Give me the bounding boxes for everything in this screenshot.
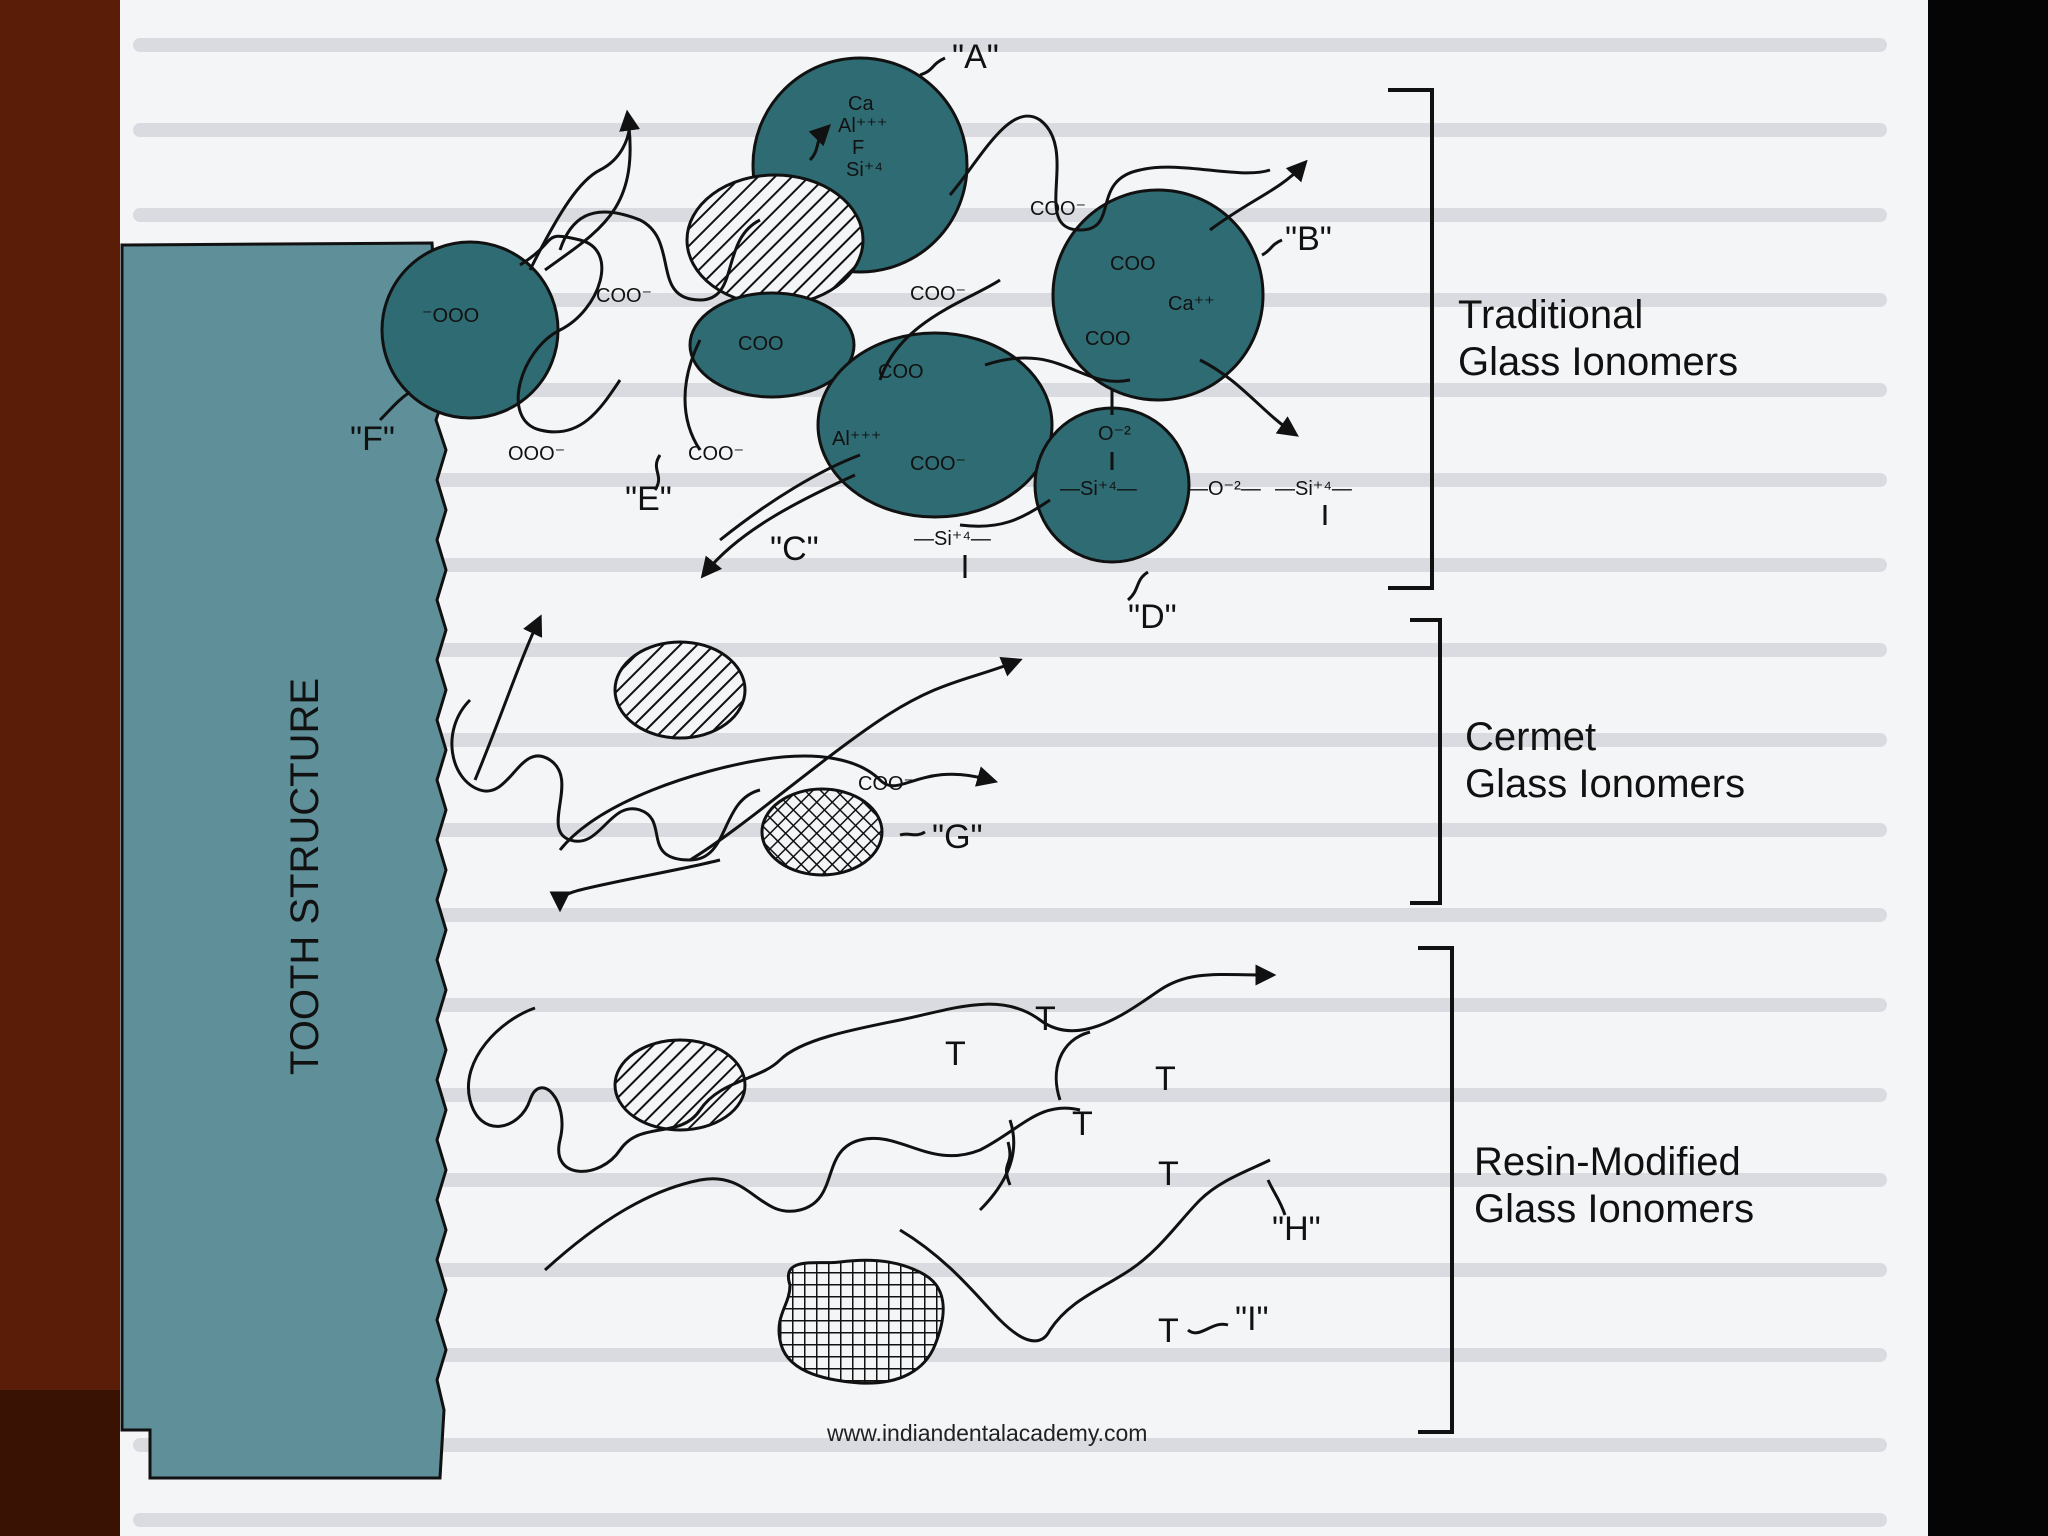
t-group-6: T [1158, 1312, 1179, 1350]
chem-al-a: Al⁺⁺⁺ [838, 115, 887, 137]
letter-g: "G" [932, 818, 983, 856]
chem-coo-e: COO [738, 333, 784, 355]
section-traditional-line2: Glass Ionomers [1458, 340, 1738, 384]
particle-e [688, 291, 856, 399]
letter-squiggles [378, 56, 1283, 602]
resin-filler-particle [777, 1258, 945, 1385]
chem-coo-1: COO⁻ [596, 285, 652, 307]
chem-si-right: —Si⁺⁴— [1275, 478, 1352, 500]
section-traditional-line1: Traditional [1458, 293, 1643, 337]
chem-o-bond: —O⁻²— [1188, 478, 1261, 500]
chem-ooo-1: OOO⁻ [508, 443, 565, 465]
traditional-chains [516, 114, 1271, 542]
chem-ca-a: Ca [848, 93, 874, 115]
letter-b: "B" [1285, 220, 1332, 258]
resin-section: T T T T T T "H" "I" [467, 964, 1321, 1385]
resin-letter-squiggles [1187, 1179, 1287, 1335]
chem-coo-c2: COO⁻ [910, 453, 966, 475]
section-cermet-line1: Cermet [1465, 715, 1596, 759]
frame-left [0, 0, 120, 1536]
traditional-chem-labels: ⁻OOO COO⁻ OOO⁻ COO⁻ COO Ca Al⁺⁺⁺ F Si⁺⁴ … [422, 93, 1352, 550]
chem-coo-2: COO⁻ [688, 443, 744, 465]
t-group-2: T [945, 1035, 966, 1073]
cermet-section: COO⁻ "G" [450, 614, 1023, 913]
bracket-traditional [1388, 88, 1434, 590]
particle-b [1051, 188, 1265, 402]
bond-lines [963, 390, 1327, 578]
section-cermet-line2: Glass Ionomers [1465, 762, 1745, 806]
arrow-down-right [1199, 358, 1299, 437]
section-resin-line2: Glass Ionomers [1474, 1187, 1754, 1231]
traditional-letters: "A" "B" "C" "D" "E" "F" [350, 38, 1332, 636]
letter-h: "H" [1272, 1210, 1321, 1248]
arrow-c [700, 473, 856, 579]
cermet-metal-particle-g [760, 787, 884, 877]
bracket-cermet [1410, 618, 1442, 905]
chem-si-c: —Si⁺⁴— [914, 528, 991, 550]
cermet-coo: COO⁻ [858, 773, 914, 795]
tooth-structure-label: TOOTH STRUCTURE [283, 678, 327, 1075]
chem-coo-b2: COO [1085, 328, 1131, 350]
tooth-structure [120, 241, 448, 1480]
chem-coo-c1: COO [878, 361, 924, 383]
frame-left-band [0, 1390, 120, 1536]
chem-coo-b1: COO [1110, 253, 1156, 275]
section-resin-line1: Resin-Modified [1474, 1140, 1741, 1184]
traditional-arrows [544, 109, 1308, 579]
chem-ooo-f: ⁻OOO [422, 305, 479, 327]
bracket-resin-modified [1418, 946, 1454, 1434]
particle-c [816, 331, 1054, 519]
letter-d: "D" [1128, 598, 1177, 636]
t-group-5: T [1158, 1155, 1179, 1193]
traditional-particles [380, 56, 1265, 564]
particle-hatched-top [685, 173, 865, 307]
resin-t-groups: T T T T T T [945, 1000, 1179, 1350]
t-group-1: T [1035, 1000, 1056, 1038]
cermet-chains [450, 614, 1023, 913]
resin-hatched-particle [613, 1038, 747, 1132]
resin-chains [467, 964, 1277, 1343]
chem-ca-b: Ca⁺⁺ [1168, 293, 1215, 315]
cermet-hatched-particle [613, 640, 747, 740]
letter-e: "E" [625, 480, 672, 518]
chem-f-a: F [852, 137, 864, 159]
chem-o-d: O⁻² [1098, 423, 1131, 445]
letter-c: "C" [770, 530, 819, 568]
arrow-b [1209, 159, 1308, 232]
frame-right [1928, 0, 2048, 1536]
chem-si-a: Si⁺⁴ [846, 159, 883, 181]
watermark: www.indiandentalacademy.com [826, 1420, 1147, 1446]
section-brackets [1388, 88, 1454, 1434]
letter-i: "I" [1235, 1300, 1269, 1338]
letter-f: "F" [350, 420, 395, 458]
letter-a: "A" [952, 38, 999, 76]
arrow-a [808, 124, 831, 162]
chem-coo-4: COO⁻ [910, 283, 966, 305]
t-group-4: T [1072, 1105, 1093, 1143]
arrow-up-left [544, 109, 641, 272]
chem-coo-3: COO⁻ [1030, 198, 1086, 220]
chem-si-d: —Si⁺⁴— [1060, 478, 1137, 500]
chem-al-c: Al⁺⁺⁺ [832, 428, 881, 450]
t-group-3: T [1155, 1060, 1176, 1098]
